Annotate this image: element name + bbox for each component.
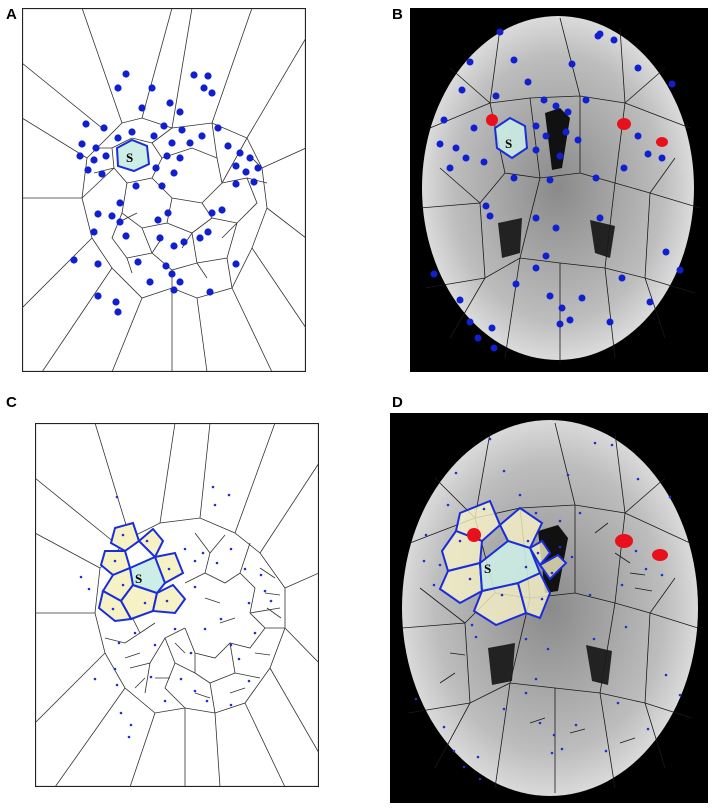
node-dots-c [79,485,273,739]
voronoi-edges-d [401,422,699,793]
panel-c-voronoi: S [35,423,319,787]
panel-label-b: B [392,6,403,23]
seed-label-b: S [505,136,512,151]
node-dots-b [430,28,684,352]
seed-label-a: S [126,150,133,165]
panel-label-d: D [392,394,403,411]
panel-a-svg: S [22,8,306,372]
voronoi-edges-c [35,423,319,787]
panel-b-brain: S [410,8,708,372]
seed-cell-c [128,555,167,595]
seed-cell-d [478,539,542,593]
seed-label-c: S [135,571,142,586]
panel-a-voronoi: S [22,8,306,372]
seed-cell-a [115,138,151,173]
panel-label-a: A [6,6,17,23]
neighbor-cells-d [438,499,568,627]
panel-d-brain: S [390,413,708,803]
panel-label-c: C [6,394,17,411]
activation-clusters-b [486,114,668,147]
node-dots-d [414,437,682,781]
activation-clusters-d [467,528,668,561]
panel-c-svg: S [35,423,319,787]
seed-cell-b [493,116,529,160]
voronoi-edges-b [419,17,701,363]
node-dots-a [70,70,262,316]
panel-b-svg: S [410,8,708,372]
panel-d-svg: S [390,413,708,803]
seed-label-d: S [484,561,491,576]
